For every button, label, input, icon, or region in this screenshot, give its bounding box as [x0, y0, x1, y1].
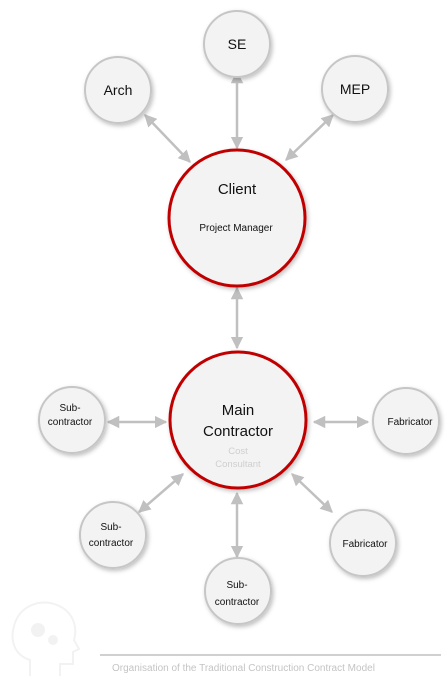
node-fabricator-lower-right: Fabricator: [329, 509, 397, 577]
node-mep: MEP: [321, 55, 389, 123]
subcontractor-left-line1: Sub-: [59, 403, 80, 414]
cost-consultant-line2: Consultant: [215, 459, 261, 470]
subcontractor-left-line2: contractor: [48, 417, 93, 428]
connector-main-contractor-fabricator-lower-right: [291, 473, 333, 513]
arch-label: Arch: [104, 82, 133, 98]
project-manager-label: Project Manager: [199, 223, 273, 234]
diagram-caption: Organisation of the Traditional Construc…: [112, 663, 375, 674]
subcontractor-bottom-line1: Sub-: [226, 580, 247, 591]
node-arch: Arch: [84, 56, 152, 124]
node-se: SE: [203, 10, 271, 78]
cost-consultant-line1: Cost: [228, 446, 248, 457]
node-fabricator-right: Fabricator: [372, 387, 440, 455]
subcontractor-lower-left-line2: contractor: [89, 538, 134, 549]
subcontractor-lower-left-line1: Sub-: [100, 522, 121, 533]
se-label: SE: [228, 36, 247, 52]
subcontractor-bottom-line2: contractor: [215, 597, 260, 608]
node-subcontractor-bottom: Sub- contractor: [204, 557, 272, 625]
head-with-gears-icon: [11, 601, 81, 676]
connector-arch-client: [144, 114, 191, 163]
client-label: Client: [218, 181, 257, 198]
fabricator-lower-right-label: Fabricator: [342, 539, 388, 550]
main-contractor-line2: Contractor: [203, 423, 273, 440]
node-main-contractor: Main Contractor Cost Consultant: [168, 350, 308, 490]
connector-mep-client: [285, 114, 334, 161]
fabricator-right-label: Fabricator: [387, 417, 433, 428]
node-subcontractor-left: Sub- contractor: [38, 386, 106, 454]
node-subcontractor-lower-left: Sub- contractor: [79, 501, 147, 569]
connector-main-contractor-subcontractor-lower-left: [138, 473, 184, 513]
mep-label: MEP: [340, 81, 370, 97]
main-contractor-line1: Main: [222, 402, 255, 419]
connectors: [106, 70, 370, 559]
node-client: Client Project Manager: [167, 148, 307, 288]
